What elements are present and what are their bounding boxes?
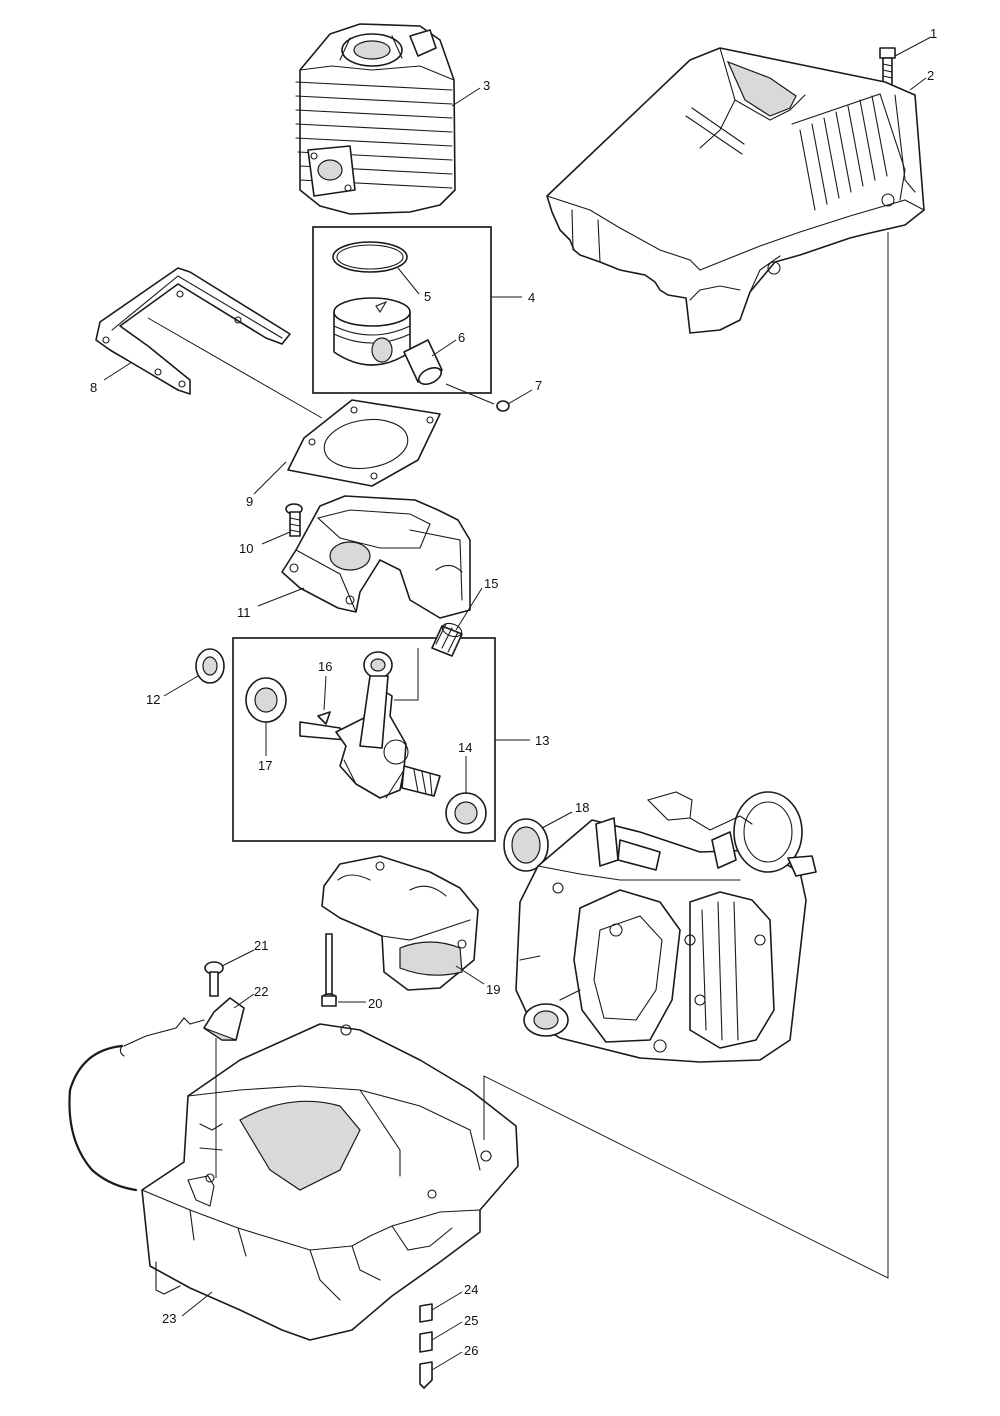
part-26-pad xyxy=(419,1361,433,1389)
part-13-crankshaft xyxy=(299,651,441,799)
callout-14: 14 xyxy=(458,740,472,755)
callout-5: 5 xyxy=(424,289,431,304)
callout-3: 3 xyxy=(483,78,490,93)
callout-18: 18 xyxy=(575,800,589,815)
part-25-pad xyxy=(419,1331,433,1353)
callout-10: 10 xyxy=(239,541,253,556)
callout-2: 2 xyxy=(927,68,934,83)
callout-20: 20 xyxy=(368,996,382,1011)
callout-26: 26 xyxy=(464,1343,478,1358)
part-7-circlip xyxy=(496,400,510,412)
callout-13: 13 xyxy=(535,733,549,748)
part-1-cover-bolt xyxy=(879,47,896,87)
assembly-lines xyxy=(147,232,889,1279)
callout-9: 9 xyxy=(246,494,253,509)
part-8-plate-gasket xyxy=(95,267,291,395)
part-3-cylinder xyxy=(295,23,456,215)
part-20-long-bolt xyxy=(321,933,337,1007)
part-5-piston-ring xyxy=(332,241,408,273)
part-19-crankcase-lower xyxy=(321,855,479,991)
part-6-piston-pin xyxy=(403,339,443,386)
callout-16: 16 xyxy=(318,659,332,674)
part-11-crankcase-upper xyxy=(281,495,471,619)
pump-assembly xyxy=(515,791,817,1063)
callout-23: 23 xyxy=(162,1311,176,1326)
callout-1: 1 xyxy=(930,26,937,41)
part-21-screw xyxy=(204,961,224,997)
callout-numbers: 1 2 3 4 5 6 7 8 9 10 11 12 13 14 15 16 1… xyxy=(90,26,937,1358)
callout-19: 19 xyxy=(486,982,500,997)
callout-12: 12 xyxy=(146,692,160,707)
part-2-engine-cover xyxy=(546,47,925,334)
part-16-key xyxy=(317,711,331,725)
part-23-base-frame xyxy=(141,1023,519,1341)
callout-leaders xyxy=(103,36,932,1371)
callout-8: 8 xyxy=(90,380,97,395)
piston-kit-frame xyxy=(312,226,492,394)
part-15-needle-bearing xyxy=(431,622,463,657)
callout-22: 22 xyxy=(254,984,268,999)
fuel-line xyxy=(68,1017,205,1192)
callout-15: 15 xyxy=(484,576,498,591)
part-4-piston xyxy=(333,297,411,366)
part-17-bearing xyxy=(245,677,287,723)
callout-21: 21 xyxy=(254,938,268,953)
callout-25: 25 xyxy=(464,1313,478,1328)
callout-17: 17 xyxy=(258,758,272,773)
part-24-pad xyxy=(419,1303,433,1323)
callout-6: 6 xyxy=(458,330,465,345)
part-10-screw xyxy=(285,503,303,537)
part-9-cylinder-gasket xyxy=(287,399,441,487)
part-14-bearing xyxy=(445,792,487,834)
callout-4: 4 xyxy=(528,290,535,305)
part-22-clamp xyxy=(203,997,245,1041)
callout-11: 11 xyxy=(237,605,251,620)
callout-24: 24 xyxy=(464,1282,478,1297)
part-18-oil-seal xyxy=(503,818,549,872)
part-12-oil-seal xyxy=(195,648,225,684)
callout-7: 7 xyxy=(535,378,542,393)
